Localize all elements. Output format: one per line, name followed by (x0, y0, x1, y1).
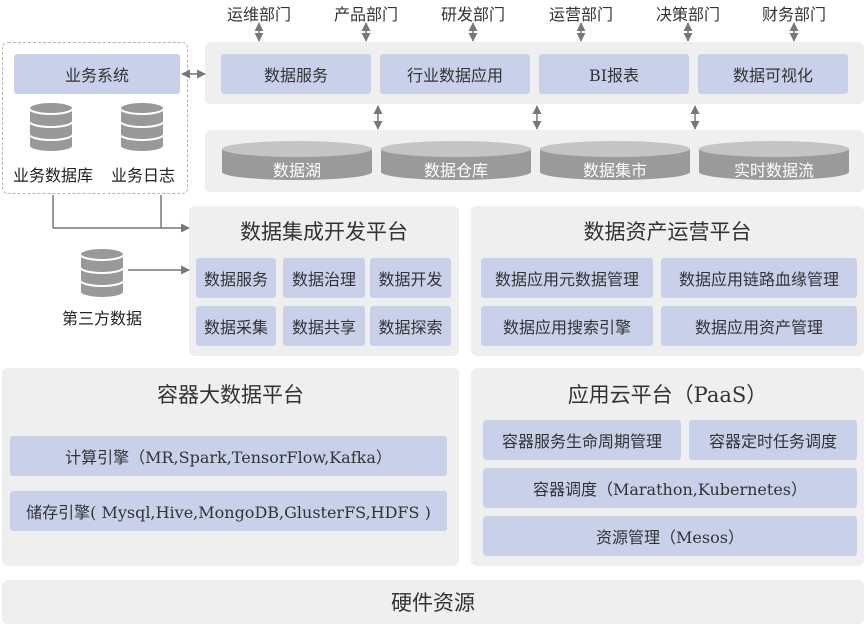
business-system: 业务系统 (14, 54, 180, 94)
integration-data-exploration: 数据探索 (370, 306, 451, 346)
third-party-db-icon (79, 247, 125, 299)
paas-platform-title: 应用云平台（PaaS） (567, 383, 768, 407)
integration-data-collection: 数据采集 (196, 306, 276, 346)
integration-data-service: 数据服务 (196, 258, 276, 298)
integration-data-governance: 数据治理 (283, 258, 365, 298)
service-storage-arrows (373, 105, 700, 130)
hardware-label: 硬件资源 (391, 591, 475, 615)
storage-engine: 储存引擎( Mysql,Hive,MongoDB,GlusterFS,HDFS … (10, 491, 447, 531)
dept-rnd: 研发部门 (440, 5, 505, 24)
asset-asset-mgmt: 数据应用资产管理 (661, 306, 857, 346)
asset-lineage-mgmt: 数据应用链路血缘管理 (661, 258, 857, 298)
dept-ops: 运维部门 (226, 5, 291, 24)
integration-data-development: 数据开发 (370, 258, 451, 298)
paas-cron: 容器定时任务调度 (689, 420, 857, 460)
integration-data-sharing: 数据共享 (283, 306, 365, 346)
container-platform-title: 容器大数据平台 (157, 383, 304, 407)
business-source-group (2, 42, 188, 194)
paas-scheduling: 容器调度（Marathon,Kubernetes） (483, 468, 857, 508)
department-arrows (254, 22, 799, 42)
asset-metadata-mgmt: 数据应用元数据管理 (481, 258, 653, 298)
business-integration-arrow (52, 195, 190, 233)
third-party-label: 第三方数据 (61, 309, 142, 328)
paas-resource: 资源管理（Mesos） (483, 516, 857, 556)
dept-product: 产品部门 (333, 5, 398, 24)
hardware-panel: 硬件资源 (2, 580, 864, 624)
service-visualization: 数据可视化 (698, 54, 848, 94)
service-industry-app: 行业数据应用 (380, 54, 530, 94)
integration-platform-title: 数据集成开发平台 (240, 220, 408, 244)
dept-finance: 财务部门 (761, 5, 826, 24)
compute-engine: 计算引擎（MR,Spark,TensorFlow,Kafka） (10, 436, 447, 476)
asset-search-engine: 数据应用搜索引擎 (481, 306, 653, 346)
dept-operations: 运营部门 (548, 5, 613, 24)
service-bi-report: BI报表 (539, 54, 689, 94)
storage-panel (205, 130, 864, 192)
service-data-service: 数据服务 (221, 54, 371, 94)
business-log-label: 业务日志 (110, 166, 175, 185)
dept-decision: 决策部门 (655, 5, 720, 24)
business-db-label: 业务数据库 (12, 166, 93, 185)
paas-lifecycle: 容器服务生命周期管理 (483, 420, 681, 460)
asset-platform-title: 数据资产运营平台 (583, 220, 752, 244)
